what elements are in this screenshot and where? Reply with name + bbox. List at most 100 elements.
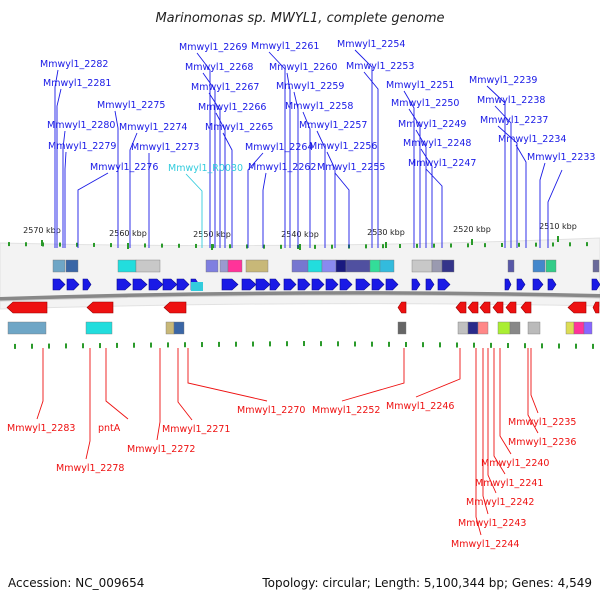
forward-gene-label: Mmwyl1_2269 [179,42,247,53]
scale-tick-label: 2570 kbp [23,226,61,235]
forward-gene-label: Mmwyl1_2261 [251,41,319,52]
forward-leader-line [208,92,221,248]
minor-tick-top [280,244,282,249]
minor-tick-bottom [490,342,492,348]
minor-tick-top [467,243,469,248]
minor-tick-top [382,244,384,249]
scale-tick-label: 2510 kbp [539,222,577,231]
forward-leader-line [354,49,373,248]
forward-gene-arrow [176,278,190,291]
forward-gene-label: Mmwyl1_2251 [386,80,454,91]
forward-gene-arrow [297,278,311,291]
minor-tick-bottom [14,343,16,349]
reverse-gene-arrow [479,301,491,314]
minor-tick-bottom [218,341,220,347]
reverse-gene-label: Mmwyl1_2241 [475,478,543,489]
rna-feature [191,282,203,291]
annotation-tile [205,259,219,273]
forward-gene-arrow [221,278,239,291]
reverse-gene-label: Mmwyl1_2272 [127,444,195,455]
reverse-leader-line [530,348,539,414]
forward-leader-line [326,151,336,248]
minor-tick-bottom [252,341,254,347]
forward-gene-label: Mmwyl1_2265 [205,122,273,133]
forward-leader-line [196,52,211,248]
forward-leader-line [114,110,119,248]
annotation-tile [345,259,371,273]
forward-gene-arrow [371,278,385,291]
annotation-tile [592,259,600,273]
forward-leader-line [215,112,226,248]
forward-leader-line [262,172,267,248]
forward-gene-label: Mmwyl1_2256 [309,141,377,152]
forward-leader-line [539,162,546,248]
minor-tick-top [518,242,520,247]
minor-tick-top [552,242,554,247]
forward-leader-line [129,132,138,248]
forward-leader-line [494,105,512,248]
minor-tick-bottom [439,342,441,348]
forward-leader-line [316,130,326,248]
reverse-gene-arrow [592,301,600,314]
reverse-leader-line [156,348,161,441]
forward-gene-label: Mmwyl1_2258 [285,101,353,112]
minor-tick-top [501,242,503,247]
minor-tick-bottom [150,342,152,348]
forward-gene-label: Mmwyl1_2259 [276,81,344,92]
forward-gene-label: Mmwyl1_2238 [477,95,545,106]
minor-tick-bottom [558,343,560,349]
forward-gene-arrow [132,278,148,291]
annotation-tile [527,321,541,335]
minor-tick-bottom [456,342,458,348]
forward-leader-line [515,144,527,248]
forward-gene-label: Mmwyl1_2233 [527,152,595,163]
genome-backbone-shadow [0,294,600,302]
minor-tick-bottom [422,342,424,348]
annotation-tile [532,259,546,273]
reverse-gene-arrow [567,301,587,314]
annotation-tile [431,259,443,273]
forward-gene-label: Mmwyl1_2249 [398,119,466,130]
minor-tick-bottom [82,343,84,349]
minor-tick-bottom [337,341,339,347]
minor-tick-bottom [303,341,305,347]
minor-tick-top [93,242,95,247]
minor-tick-bottom [116,342,118,348]
minor-tick-bottom [99,343,101,349]
minor-tick-bottom [167,342,169,348]
minor-tick-top [246,244,248,249]
reverse-leader-line [85,348,91,460]
annotation-tile [7,321,47,335]
minor-tick-top [399,244,401,249]
annotation-tile [135,259,161,273]
reverse-leader-line [493,348,506,475]
minor-tick-bottom [575,343,577,349]
reverse-gene-label: Mmwyl1_2244 [451,539,519,550]
forward-gene-label: Mmwyl1_2262 [248,162,316,173]
forward-gene-arrow [283,278,297,291]
forward-leader-line [56,88,62,248]
forward-gene-label: Mmwyl1_2234 [498,134,566,145]
forward-leader-line [486,85,506,248]
minor-tick-top [416,243,418,248]
annotation-tile [117,259,137,273]
minor-tick-top [8,242,10,247]
annotation-tile [369,259,381,273]
annotation-tile [85,321,113,335]
forward-leader-line [547,169,563,248]
forward-leader-line [293,91,299,248]
forward-gene-label: Mmwyl1_2279 [48,141,116,152]
minor-tick-top [535,242,537,247]
reverse-gene-label: Mmwyl1_2270 [237,405,305,416]
label-leader-lines [36,49,563,536]
forward-gene-label: Mmwyl1_2237 [480,115,548,126]
forward-leader-line [77,172,109,248]
minor-tick-top [76,242,78,247]
scale-tick-label: 2520 kbp [453,225,491,234]
minor-tick-bottom [524,343,526,349]
annotation-tile [573,321,585,335]
minor-tick-top [365,244,367,249]
minor-tick-top [450,243,452,248]
forward-gene-arrow [116,278,132,291]
